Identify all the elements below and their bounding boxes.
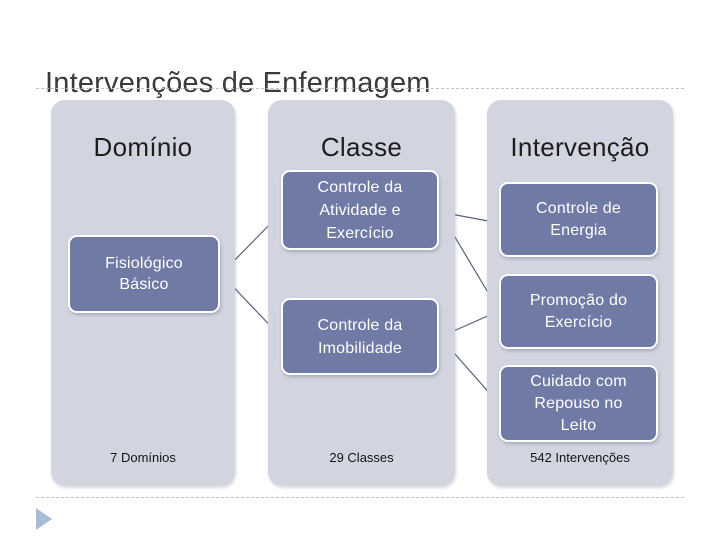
node-line: Promoção do xyxy=(529,291,628,309)
column-footer-intervencao: 542 Intervenções xyxy=(530,450,630,465)
node-line: Atividade e xyxy=(319,201,401,219)
column-footer-dominio: 7 Domínios xyxy=(110,450,176,465)
node-cuidado-com-repouso-no-leito[interactable]: Cuidado com Repouso no Leito xyxy=(499,365,658,442)
column-footer-classe: 29 Classes xyxy=(329,450,394,465)
column-header-intervencao: Intervenção xyxy=(510,132,650,162)
node-promocao-do-exercicio[interactable]: Promoção do Exercício xyxy=(499,274,658,349)
node-line: Energia xyxy=(550,221,607,239)
node-line: Cuidado com xyxy=(530,372,627,390)
node-line: Fisiológico xyxy=(105,255,183,272)
node-line: Controle de xyxy=(536,199,621,217)
footer-divider-bottom xyxy=(36,497,684,498)
column-header-classe: Classe xyxy=(320,132,403,162)
node-line: Exercício xyxy=(326,224,394,242)
column-header-dominio: Domínio xyxy=(93,132,193,162)
node-line: Exercício xyxy=(544,313,613,331)
node-line: Leito xyxy=(560,416,597,434)
node-controle-da-imobilidade[interactable]: Controle da Imobilidade xyxy=(281,298,439,375)
node-line: Controle da xyxy=(317,178,403,196)
play-triangle-icon[interactable] xyxy=(36,508,52,530)
node-line: Imobilidade xyxy=(317,339,403,357)
node-controle-da-atividade-e-exercicio[interactable]: Controle da Atividade e Exercício xyxy=(281,170,439,250)
node-controle-de-energia[interactable]: Controle de Energia xyxy=(499,182,658,257)
node-fisiologico-basico[interactable]: Fisiológico Básico xyxy=(68,235,220,313)
node-line: Controle da xyxy=(317,316,403,334)
title-divider-top xyxy=(36,88,684,89)
column-panel-classe: Classe 29 Classes xyxy=(268,100,455,486)
node-line: Básico xyxy=(119,276,169,293)
page-title: Intervenções de Enfermagem xyxy=(45,67,431,100)
node-line: Repouso no xyxy=(534,394,623,412)
